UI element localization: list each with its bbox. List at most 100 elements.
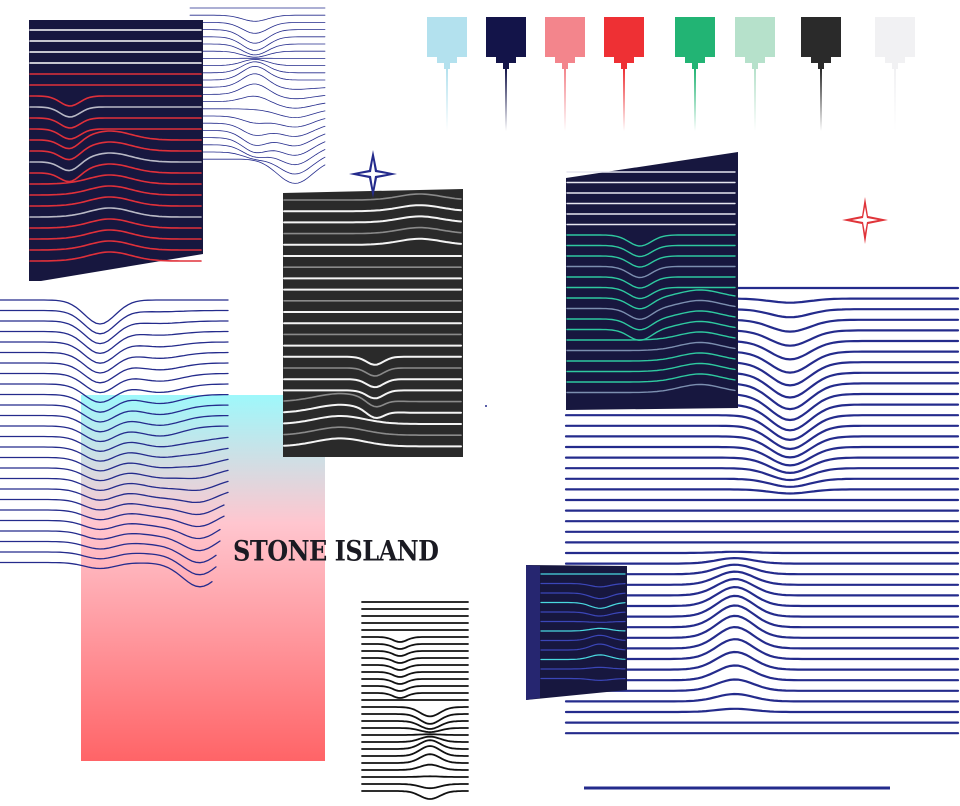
wave-line (564, 638, 960, 661)
wave-line (0, 404, 229, 423)
wave-line (0, 299, 229, 325)
small-navy-box (526, 565, 627, 700)
navy-teal-wave-panel (566, 152, 738, 410)
palette-swatch-charcoal (801, 17, 841, 57)
wave-line (361, 775, 469, 778)
wave-line (361, 727, 469, 734)
wave-line (0, 561, 213, 588)
wave-line (566, 341, 736, 352)
wave-line (283, 367, 462, 377)
wave-line (0, 467, 229, 482)
wave-line (283, 437, 462, 448)
wave-line (566, 234, 736, 247)
wave-lines-left (0, 299, 229, 588)
wave-line (736, 329, 960, 347)
wave-line (0, 488, 229, 504)
wave-line (0, 551, 217, 576)
wave-line (564, 488, 960, 495)
wave-line (189, 14, 326, 22)
wave-line (29, 207, 202, 218)
palette-drip (885, 57, 905, 63)
dot-mark (485, 405, 487, 407)
palette-drip (745, 57, 765, 63)
wave-line (736, 371, 960, 399)
palette-drip (692, 63, 698, 69)
palette-drip (685, 57, 705, 63)
wave-line (361, 733, 469, 736)
wave-line (566, 352, 736, 362)
wave-line (736, 361, 960, 387)
wave-line (189, 144, 326, 166)
wave-line (189, 83, 326, 100)
wave-line (0, 519, 221, 540)
palette-drip (694, 69, 696, 131)
wave-line (189, 122, 326, 137)
wave-line (0, 540, 217, 564)
wave-line (566, 276, 736, 289)
charcoal-wave-panel (283, 189, 463, 457)
wave-line (566, 373, 736, 383)
wave-line (540, 666, 626, 670)
wave-line (566, 289, 736, 310)
wave-line (189, 130, 326, 147)
wave-line (361, 735, 469, 743)
wave-line (189, 29, 326, 44)
wave-line (189, 108, 326, 119)
wave-line (540, 620, 626, 623)
wave-line (29, 95, 202, 107)
wave-line (736, 403, 960, 432)
palette-drip (621, 63, 627, 69)
palette-swatch-green (675, 17, 715, 57)
wave-line (564, 707, 960, 714)
wave-line (566, 286, 736, 300)
wave-line (564, 625, 960, 650)
wave-line (0, 383, 229, 404)
wave-line (564, 435, 960, 459)
wave-line (540, 601, 626, 609)
wave-line (189, 95, 326, 109)
wave-line (564, 467, 960, 482)
wave-line (564, 614, 960, 639)
palette-drip (754, 69, 756, 131)
wave-line (29, 152, 202, 172)
wave-line (564, 604, 960, 629)
wave-line (361, 720, 469, 730)
wave-line (564, 556, 960, 565)
wave-line (361, 706, 469, 718)
palette-drip (818, 63, 824, 69)
palette-drip (505, 69, 507, 131)
wave-line (736, 382, 960, 411)
palette-drip (446, 69, 448, 131)
wave-lines-top (189, 7, 326, 184)
wave-line (0, 341, 229, 364)
wave-line (0, 320, 229, 345)
wave-line (0, 456, 229, 472)
wave-line (564, 650, 960, 671)
wave-line (361, 671, 469, 678)
brand-wordmark: STONE ISLAND (233, 534, 439, 568)
wave-line (361, 739, 469, 750)
wave-line (0, 498, 225, 516)
wave-line (361, 685, 469, 692)
palette-drip (614, 57, 634, 63)
wave-line (566, 383, 736, 394)
palette-swatch-mint (735, 17, 775, 57)
wave-line (564, 678, 960, 692)
wave-line (361, 753, 469, 764)
wave-line (566, 331, 736, 341)
wave-line (283, 415, 462, 425)
wave-lines-black (361, 601, 469, 800)
wave-line (566, 362, 736, 373)
palette-swatch-red (604, 17, 644, 57)
wave-line (540, 634, 626, 642)
palette-drip (503, 63, 509, 69)
wave-line (564, 456, 960, 475)
wave-line (736, 308, 960, 319)
wave-line (566, 255, 736, 268)
wave-line (29, 128, 202, 140)
wave-line (189, 61, 326, 74)
wave-line (736, 297, 960, 304)
palette-swatch-light-blue (427, 17, 467, 57)
wave-line (564, 550, 960, 555)
wave-line (0, 509, 225, 528)
